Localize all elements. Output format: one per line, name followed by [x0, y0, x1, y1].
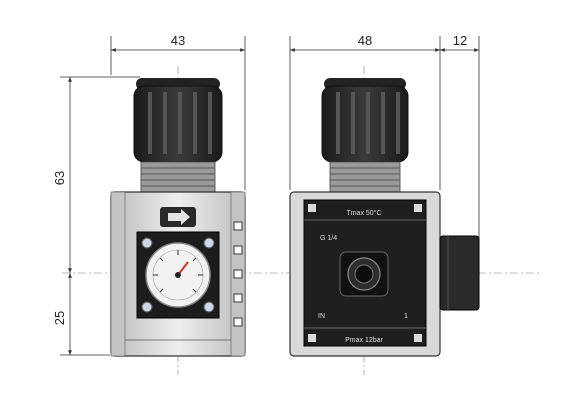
- dim-offset-side: 12: [453, 33, 467, 48]
- dim-height-lower: 25: [52, 311, 67, 325]
- adjustment-knob-side: [321, 78, 409, 163]
- threaded-neck-side: [329, 161, 401, 193]
- label-tmax: Tmax 50°C: [346, 209, 381, 217]
- dimension-lines: [60, 36, 480, 356]
- label-out: 1: [404, 313, 408, 320]
- gauge-port-block: [439, 235, 480, 311]
- threaded-neck: [140, 161, 216, 193]
- label-port-size: G 1/4: [320, 235, 337, 242]
- arrow-right-icon: [160, 207, 196, 227]
- dim-width-front: 43: [171, 33, 185, 48]
- port-opening-icon: [339, 251, 389, 297]
- label-in: IN: [318, 313, 325, 320]
- label-pmax: Pmax 12bar: [345, 337, 383, 344]
- adjustment-knob: [133, 78, 223, 163]
- pressure-gauge-icon: [145, 242, 211, 308]
- side-view: Tmax 50°C G 1/4 Pmax 12bar IN 1: [289, 78, 480, 357]
- dim-width-side: 48: [358, 33, 372, 48]
- dim-height-upper: 63: [52, 171, 67, 185]
- front-view: [110, 78, 246, 357]
